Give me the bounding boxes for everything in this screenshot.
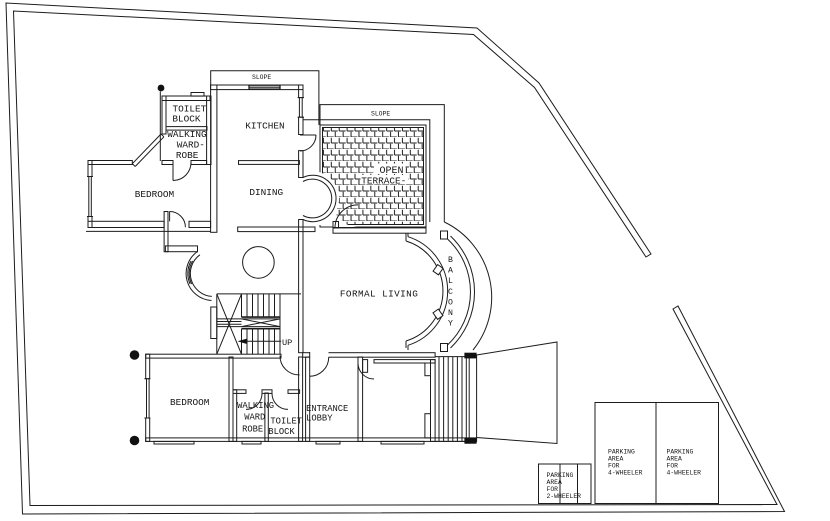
- svg-text:O: O: [448, 298, 453, 307]
- svg-text:BLOCK: BLOCK: [172, 114, 201, 125]
- svg-text:4-WHEELER: 4-WHEELER: [608, 470, 643, 477]
- svg-text:FOR: FOR: [608, 463, 620, 470]
- svg-text:LOBBY: LOBBY: [306, 413, 333, 423]
- svg-text:ROBE: ROBE: [242, 424, 263, 434]
- svg-text:OPEN: OPEN: [380, 166, 404, 177]
- svg-text:N: N: [448, 309, 453, 318]
- svg-text:FOR: FOR: [667, 463, 679, 470]
- svg-text:Y: Y: [448, 320, 453, 329]
- svg-text:PARKING: PARKING: [547, 472, 574, 479]
- svg-text:BEDROOM: BEDROOM: [170, 397, 210, 408]
- svg-text:AREA: AREA: [608, 456, 624, 463]
- svg-text:2-WHEELER: 2-WHEELER: [547, 493, 582, 500]
- svg-text:PARKING: PARKING: [608, 449, 635, 456]
- svg-text:WARD-: WARD-: [177, 140, 205, 151]
- svg-text:4-WHEELER: 4-WHEELER: [667, 470, 702, 477]
- svg-text:WALKING: WALKING: [167, 129, 207, 140]
- svg-text:AREA: AREA: [667, 456, 683, 463]
- svg-text:ROBE: ROBE: [176, 150, 199, 161]
- svg-text:SLOPE: SLOPE: [371, 111, 390, 118]
- svg-text:A: A: [448, 267, 453, 276]
- svg-text:WARD: WARD: [244, 413, 265, 423]
- svg-text:DINING: DINING: [249, 187, 283, 198]
- svg-text:SLOPE: SLOPE: [252, 74, 271, 81]
- svg-text:ENTRANCE: ENTRANCE: [306, 404, 348, 414]
- svg-text:TOILET: TOILET: [173, 103, 207, 114]
- svg-text:AREA: AREA: [547, 479, 563, 486]
- svg-text:FORMAL LIVING: FORMAL LIVING: [340, 289, 418, 300]
- svg-text:L: L: [448, 277, 453, 286]
- svg-text:C: C: [448, 288, 453, 297]
- svg-text:PARKING: PARKING: [667, 449, 694, 456]
- svg-text:B: B: [448, 256, 453, 265]
- svg-text:FOR: FOR: [547, 486, 559, 493]
- svg-text:TERRACE-: TERRACE-: [361, 175, 406, 186]
- svg-text:TOILET: TOILET: [270, 416, 302, 426]
- svg-text:BEDROOM: BEDROOM: [135, 189, 175, 200]
- svg-text:WALKING: WALKING: [237, 401, 274, 411]
- svg-text:KITCHEN: KITCHEN: [245, 121, 284, 132]
- svg-text:BLOCK: BLOCK: [268, 427, 295, 437]
- svg-text:UP: UP: [282, 338, 292, 348]
